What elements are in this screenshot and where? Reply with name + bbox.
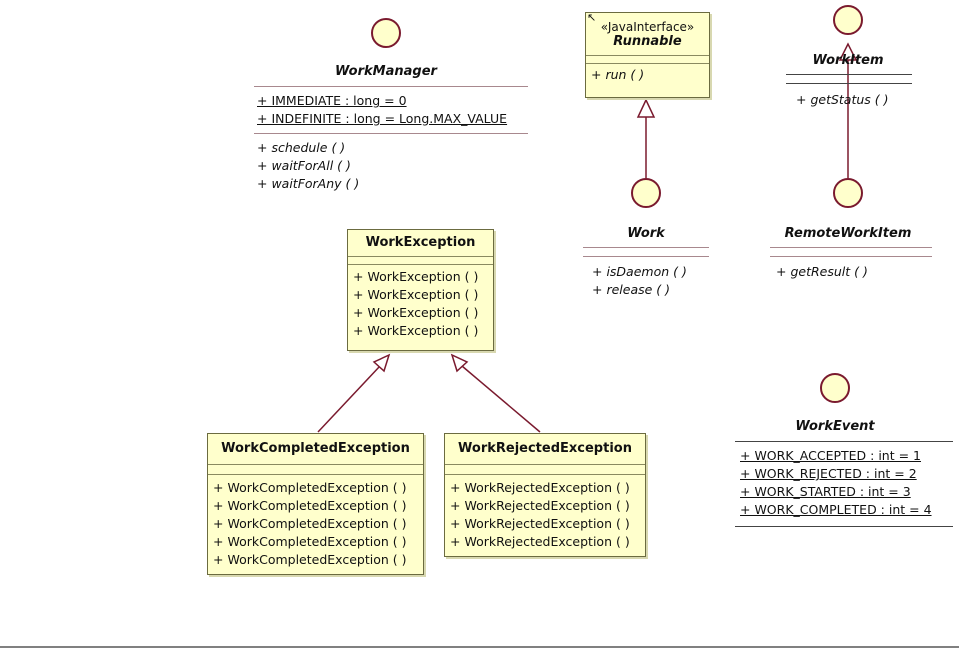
work-rule-2 <box>583 256 709 257</box>
workrejectedexception-method[interactable]: + WorkRejectedException ( ) <box>450 534 630 549</box>
workmanager-operation[interactable]: + waitForAny ( ) <box>257 176 360 191</box>
workevent-rule-1 <box>735 441 953 442</box>
workrejectedexception-name: WorkRejectedException <box>458 441 632 456</box>
workexception-name: WorkException <box>365 235 476 250</box>
work-name[interactable]: Work <box>627 226 665 241</box>
workrejectedexception-class-box[interactable]: WorkRejectedException + WorkRejectedExce… <box>444 433 646 557</box>
remoteworkitem-interface-icon <box>833 178 863 208</box>
rejected-extends-workexception-arrowhead <box>450 353 469 373</box>
workrejectedexception-separator <box>445 474 645 475</box>
workitem-operations: + getStatus ( ) <box>796 91 889 109</box>
workexception-method[interactable]: + WorkException ( ) <box>353 287 479 302</box>
workmanager-interface-icon <box>371 18 401 48</box>
workmanager-operation[interactable]: + waitForAll ( ) <box>257 158 351 173</box>
runnable-name: Runnable <box>613 34 682 49</box>
workmanager-rule-1 <box>254 86 528 87</box>
workmanager-rule-2 <box>254 133 528 134</box>
workcompletedexception-separator <box>208 474 423 475</box>
remoteworkitem-operations: + getResult ( ) <box>776 263 868 281</box>
workexception-method[interactable]: + WorkException ( ) <box>353 305 479 320</box>
runnable-operation[interactable]: + run ( ) <box>591 67 645 82</box>
work-operation[interactable]: + release ( ) <box>592 282 671 297</box>
workitem-rule-2 <box>786 83 912 84</box>
work-interface-icon <box>631 178 661 208</box>
workmanager-attribute[interactable]: + INDEFINITE : long = Long.MAX_VALUE <box>257 111 508 126</box>
workmanager-attribute[interactable]: + IMMEDIATE : long = 0 <box>257 93 407 108</box>
workcompletedexception-method[interactable]: + WorkCompletedException ( ) <box>213 552 407 567</box>
runnable-stereotype: «JavaInterface» <box>600 20 695 34</box>
work-rule-1 <box>583 247 709 248</box>
workevent-attribute[interactable]: + WORK_ACCEPTED : int = 1 <box>740 448 921 463</box>
workcompletedexception-class-box[interactable]: WorkCompletedException + WorkCompletedEx… <box>207 433 424 575</box>
workcompletedexception-method[interactable]: + WorkCompletedException ( ) <box>213 516 407 531</box>
runnable-class-box[interactable]: «JavaInterface» Runnable + run ( ) <box>585 12 710 98</box>
workrejectedexception-separator <box>445 464 645 465</box>
workevent-attribute[interactable]: + WORK_COMPLETED : int = 4 <box>740 502 932 517</box>
workitem-interface-icon <box>833 5 863 35</box>
workrejectedexception-method[interactable]: + WorkRejectedException ( ) <box>450 516 630 531</box>
workcompletedexception-method[interactable]: + WorkCompletedException ( ) <box>213 534 407 549</box>
workmanager-operation[interactable]: + schedule ( ) <box>257 140 346 155</box>
cursor-arrow-icon: ↖ <box>587 11 597 24</box>
rejected-extends-workexception-line <box>461 365 541 433</box>
workevent-interface-icon <box>820 373 850 403</box>
workevent-attribute[interactable]: + WORK_STARTED : int = 3 <box>740 484 911 499</box>
workevent-rule-2 <box>735 526 953 527</box>
workcompletedexception-method[interactable]: + WorkCompletedException ( ) <box>213 498 407 513</box>
remoteworkitem-operation[interactable]: + getResult ( ) <box>776 264 868 279</box>
remoteworkitem-extends-workitem-arrowhead <box>838 42 858 61</box>
runnable-separator <box>586 55 709 56</box>
remoteworkitem-rule-1 <box>770 247 932 248</box>
remoteworkitem-name[interactable]: RemoteWorkItem <box>784 226 912 241</box>
workrejectedexception-method[interactable]: + WorkRejectedException ( ) <box>450 480 630 495</box>
completed-extends-workexception-line <box>317 365 381 433</box>
workitem-operation[interactable]: + getStatus ( ) <box>796 92 889 107</box>
workevent-name[interactable]: WorkEvent <box>795 419 875 434</box>
workmanager-operations: + schedule ( ) + waitForAll ( ) + waitFo… <box>257 139 359 193</box>
workexception-separator <box>348 256 493 257</box>
workexception-method[interactable]: + WorkException ( ) <box>353 269 479 284</box>
workexception-separator <box>348 264 493 265</box>
workrejectedexception-method[interactable]: + WorkRejectedException ( ) <box>450 498 630 513</box>
work-operations: + isDaemon ( ) + release ( ) <box>592 263 687 299</box>
workmanager-name[interactable]: WorkManager <box>335 64 437 79</box>
workcompletedexception-name: WorkCompletedException <box>221 441 410 456</box>
work-operation[interactable]: + isDaemon ( ) <box>592 264 687 279</box>
completed-extends-workexception-arrowhead <box>372 353 391 373</box>
workitem-name[interactable]: WorkItem <box>812 53 884 68</box>
workevent-attributes: + WORK_ACCEPTED : int = 1 + WORK_REJECTE… <box>740 447 932 519</box>
remoteworkitem-rule-2 <box>770 256 932 257</box>
workitem-rule-1 <box>786 74 912 75</box>
workcompletedexception-separator <box>208 464 423 465</box>
workevent-attribute[interactable]: + WORK_REJECTED : int = 2 <box>740 466 917 481</box>
workexception-class-box[interactable]: WorkException + WorkException ( ) + Work… <box>347 229 494 351</box>
workcompletedexception-method[interactable]: + WorkCompletedException ( ) <box>213 480 407 495</box>
work-extends-runnable-arrowhead <box>636 98 656 118</box>
workmanager-attributes: + IMMEDIATE : long = 0 + INDEFINITE : lo… <box>257 92 507 128</box>
workexception-method[interactable]: + WorkException ( ) <box>353 323 479 338</box>
runnable-separator <box>586 63 709 64</box>
